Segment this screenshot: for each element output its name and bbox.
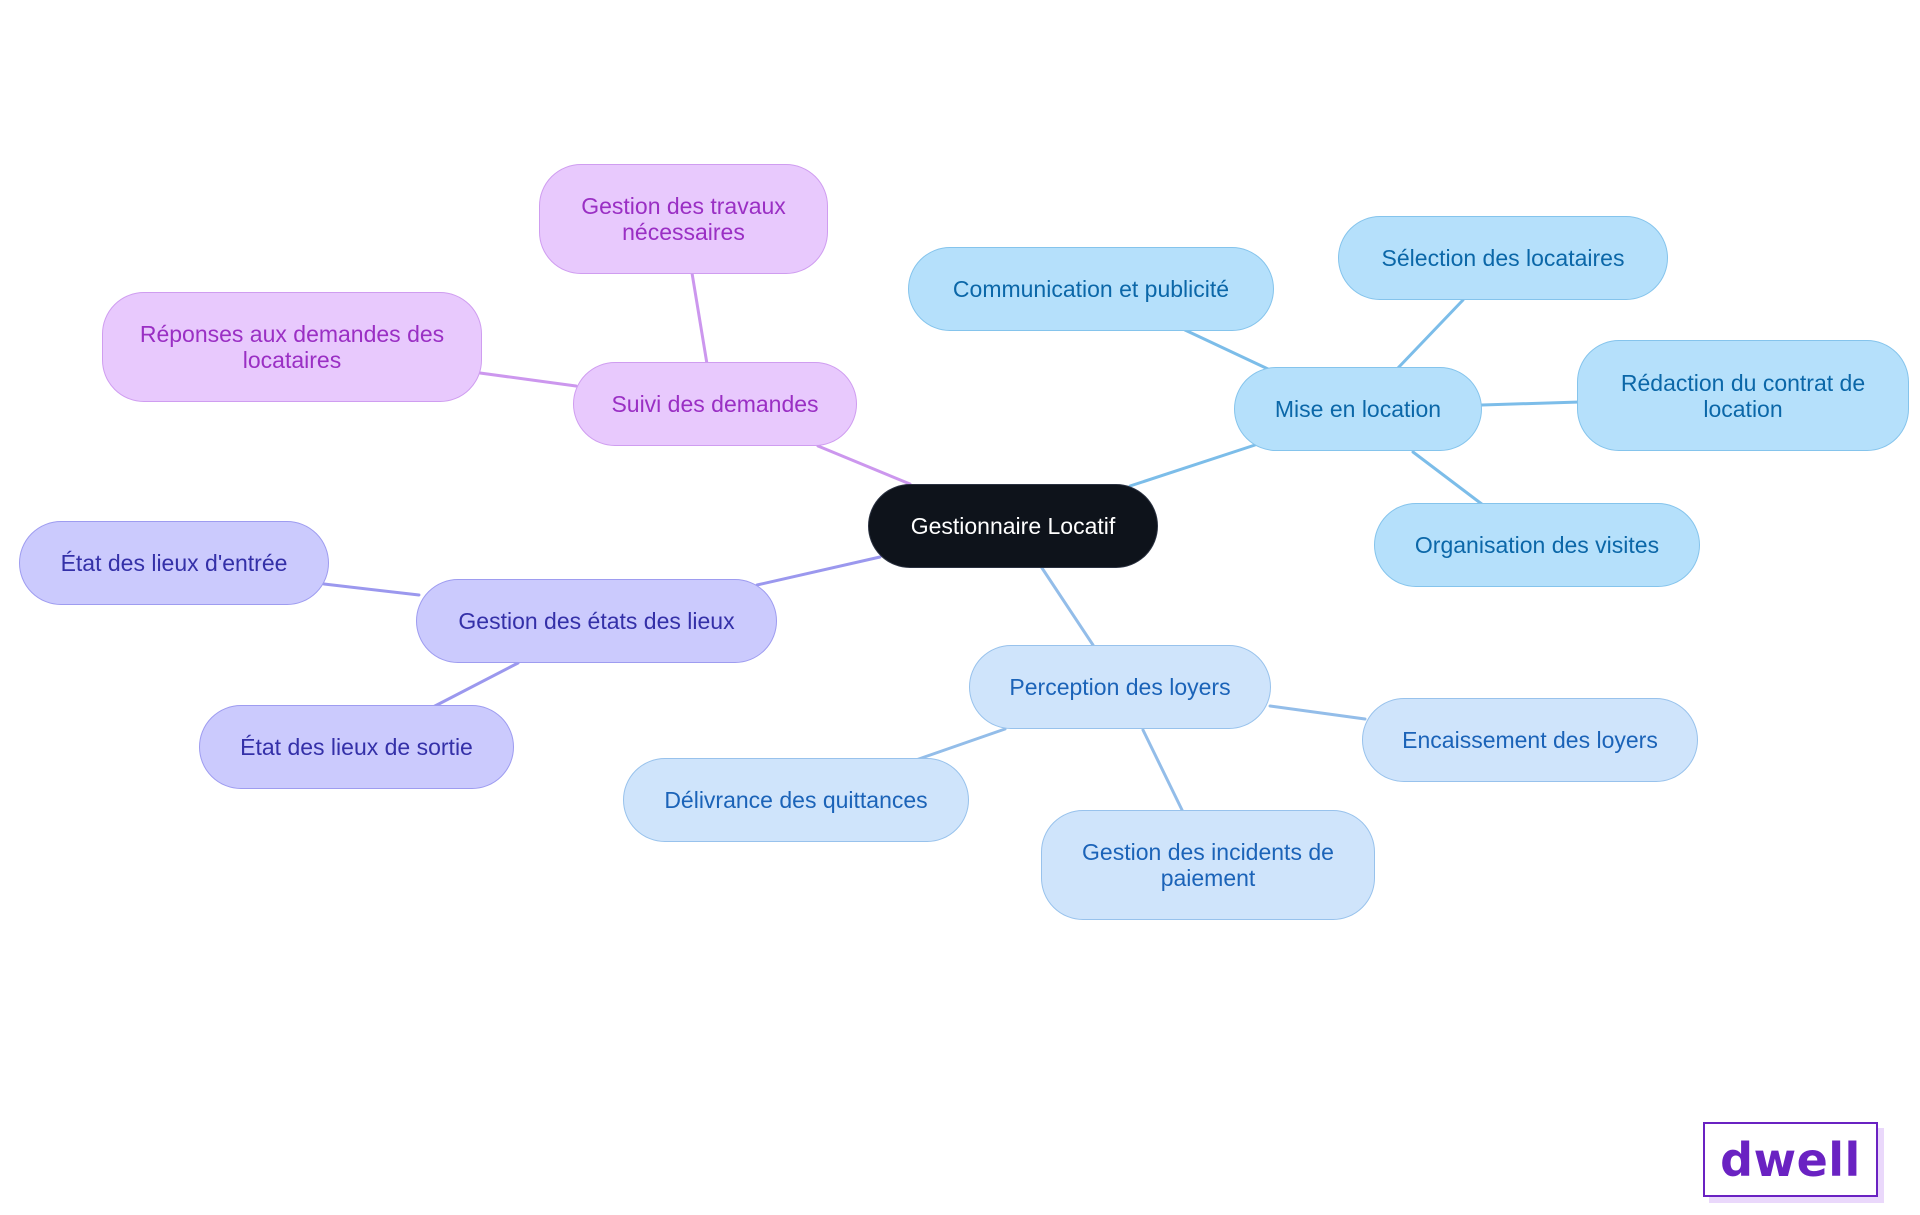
node-gestion-travaux: Gestion des travaux nécessaires xyxy=(539,164,828,274)
dwell-logo: dwell xyxy=(1703,1122,1878,1197)
node-label: Sélection des locataires xyxy=(1381,245,1625,271)
node-label: Gestion des états des lieux xyxy=(458,608,735,634)
edge-root-etats-des-lieux xyxy=(755,555,882,587)
logo-text: dwell xyxy=(1720,1132,1861,1187)
edge-root-mise-en-location xyxy=(1128,443,1257,488)
edge-suivi-reponses xyxy=(478,371,578,388)
edge-perception-quittances xyxy=(911,727,1007,763)
node-label: Mise en location xyxy=(1274,396,1442,422)
node-incidents-paiement: Gestion des incidents de paiement xyxy=(1041,810,1375,920)
node-label: Réponses aux demandes des locataires xyxy=(139,321,445,373)
node-label: Gestion des incidents de paiement xyxy=(1082,839,1334,891)
node-label: Délivrance des quittances xyxy=(664,787,928,813)
edge-root-perception-loyers xyxy=(1038,563,1095,647)
node-label: État des lieux d'entrée xyxy=(60,550,288,576)
edge-mise-communication xyxy=(1183,328,1270,371)
node-etats-des-lieux: Gestion des états des lieux xyxy=(416,579,777,663)
node-etat-lieux-sortie: État des lieux de sortie xyxy=(199,705,514,789)
node-label: Communication et publicité xyxy=(952,276,1230,302)
node-suivi-demandes: Suivi des demandes xyxy=(573,362,857,446)
node-reponses-demandes: Réponses aux demandes des locataires xyxy=(102,292,482,402)
node-mise-en-location: Mise en location xyxy=(1234,367,1482,451)
edge-etats-sortie xyxy=(431,661,520,709)
edge-mise-visites xyxy=(1411,450,1485,507)
edge-mise-redaction xyxy=(1480,400,1582,407)
node-communication-publicite: Communication et publicité xyxy=(908,247,1274,331)
node-label: Suivi des demandes xyxy=(611,391,819,417)
edge-root-suivi-demandes xyxy=(816,444,912,486)
edge-perception-incidents xyxy=(1141,728,1185,814)
node-label: Rédaction du contrat de location xyxy=(1620,369,1866,422)
node-label: Gestion des travaux nécessaires xyxy=(581,193,786,245)
node-label: État des lieux de sortie xyxy=(240,734,473,760)
node-etat-lieux-entree: État des lieux d'entrée xyxy=(19,521,329,605)
node-gestionnaire-locatif: Gestionnaire Locatif xyxy=(868,484,1158,568)
node-selection-locataires: Sélection des locataires xyxy=(1338,216,1668,300)
node-label: Gestionnaire Locatif xyxy=(910,513,1116,539)
node-label: Perception des loyers xyxy=(1009,674,1231,700)
node-perception-loyers: Perception des loyers xyxy=(969,645,1271,729)
edge-perception-encaissement xyxy=(1268,704,1367,721)
node-label: Encaissement des loyers xyxy=(1402,727,1658,753)
edge-mise-selection xyxy=(1396,298,1465,370)
node-organisation-visites: Organisation des visites xyxy=(1374,503,1700,587)
node-delivrance-quittances: Délivrance des quittances xyxy=(623,758,969,842)
node-encaissement-loyers: Encaissement des loyers xyxy=(1362,698,1698,782)
node-redaction-contrat: Rédaction du contrat de location xyxy=(1577,340,1909,451)
edge-etats-entree xyxy=(322,582,421,597)
node-label: Organisation des visites xyxy=(1414,532,1660,558)
edge-suivi-travaux xyxy=(690,271,709,366)
